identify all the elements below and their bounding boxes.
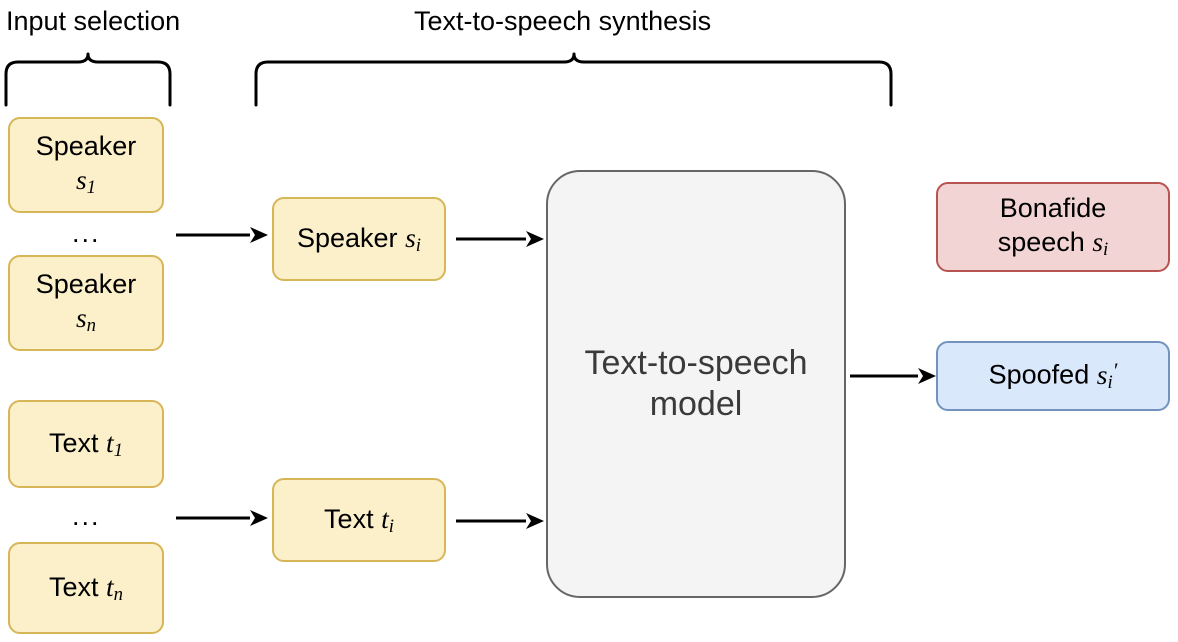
ellipsis-texts: ... xyxy=(72,501,101,531)
node-selected-speaker-text: Speaker si xyxy=(296,221,421,256)
node-tts-model[interactable]: Text-to-speech model xyxy=(546,170,846,598)
brace-tts-synthesis xyxy=(254,52,893,107)
node-speaker-first-line1: Speaker xyxy=(35,131,137,162)
node-output-spoofed-symbol: si′ xyxy=(1096,358,1118,393)
node-speaker-first[interactable]: Speaker s1 xyxy=(8,117,164,213)
section-label-tts-synthesis: Text-to-speech synthesis xyxy=(414,6,712,36)
node-speaker-last-text: Speaker sn xyxy=(36,268,137,338)
section-label-input-selection: Input selection xyxy=(6,6,181,36)
node-speaker-first-symbol: s1 xyxy=(75,163,97,199)
arrow-texts-to-selected-text xyxy=(176,510,268,526)
node-output-bonafide-line2: speech si xyxy=(997,225,1109,261)
arrow-model-to-spoofed xyxy=(850,368,936,384)
node-output-bonafide-line1: Bonafide xyxy=(999,193,1107,224)
node-text-first[interactable]: Text t1 xyxy=(8,400,164,488)
node-selected-text-text: Text ti xyxy=(324,502,394,537)
node-selected-speaker-symbol: si xyxy=(405,221,421,256)
node-text-first-symbol: t1 xyxy=(106,426,124,461)
node-output-spoofed-text: Spoofed si′ xyxy=(988,358,1118,393)
node-tts-model-text: Text-to-speech model xyxy=(585,343,808,426)
node-speaker-last[interactable]: Speaker sn xyxy=(8,255,164,351)
node-output-bonafide[interactable]: Bonafide speech si xyxy=(936,182,1170,272)
ellipsis-speakers: ... xyxy=(72,218,101,248)
brace-input-selection xyxy=(4,52,172,107)
node-speaker-last-symbol: sn xyxy=(75,301,97,337)
node-text-last[interactable]: Text tn xyxy=(8,542,164,634)
node-selected-speaker[interactable]: Speaker si xyxy=(272,197,446,281)
node-selected-text[interactable]: Text ti xyxy=(272,478,446,562)
node-speaker-last-line1: Speaker xyxy=(35,269,137,300)
node-text-last-symbol: tn xyxy=(106,570,124,605)
node-tts-model-line2: model xyxy=(649,385,743,423)
node-tts-model-line1: Text-to-speech xyxy=(584,343,808,382)
arrow-speakers-to-selected-speaker xyxy=(176,227,268,243)
arrow-selected-speaker-to-model xyxy=(456,231,544,247)
arrow-selected-text-to-model xyxy=(456,513,544,529)
node-output-spoofed[interactable]: Spoofed si′ xyxy=(936,341,1170,411)
node-output-bonafide-symbol: si xyxy=(1092,225,1109,261)
node-speaker-first-text: Speaker s1 xyxy=(36,130,137,200)
node-selected-text-symbol: ti xyxy=(381,502,394,537)
node-text-first-text: Text t1 xyxy=(48,426,124,461)
node-text-last-text: Text tn xyxy=(48,570,124,605)
node-output-bonafide-text: Bonafide speech si xyxy=(998,192,1109,262)
